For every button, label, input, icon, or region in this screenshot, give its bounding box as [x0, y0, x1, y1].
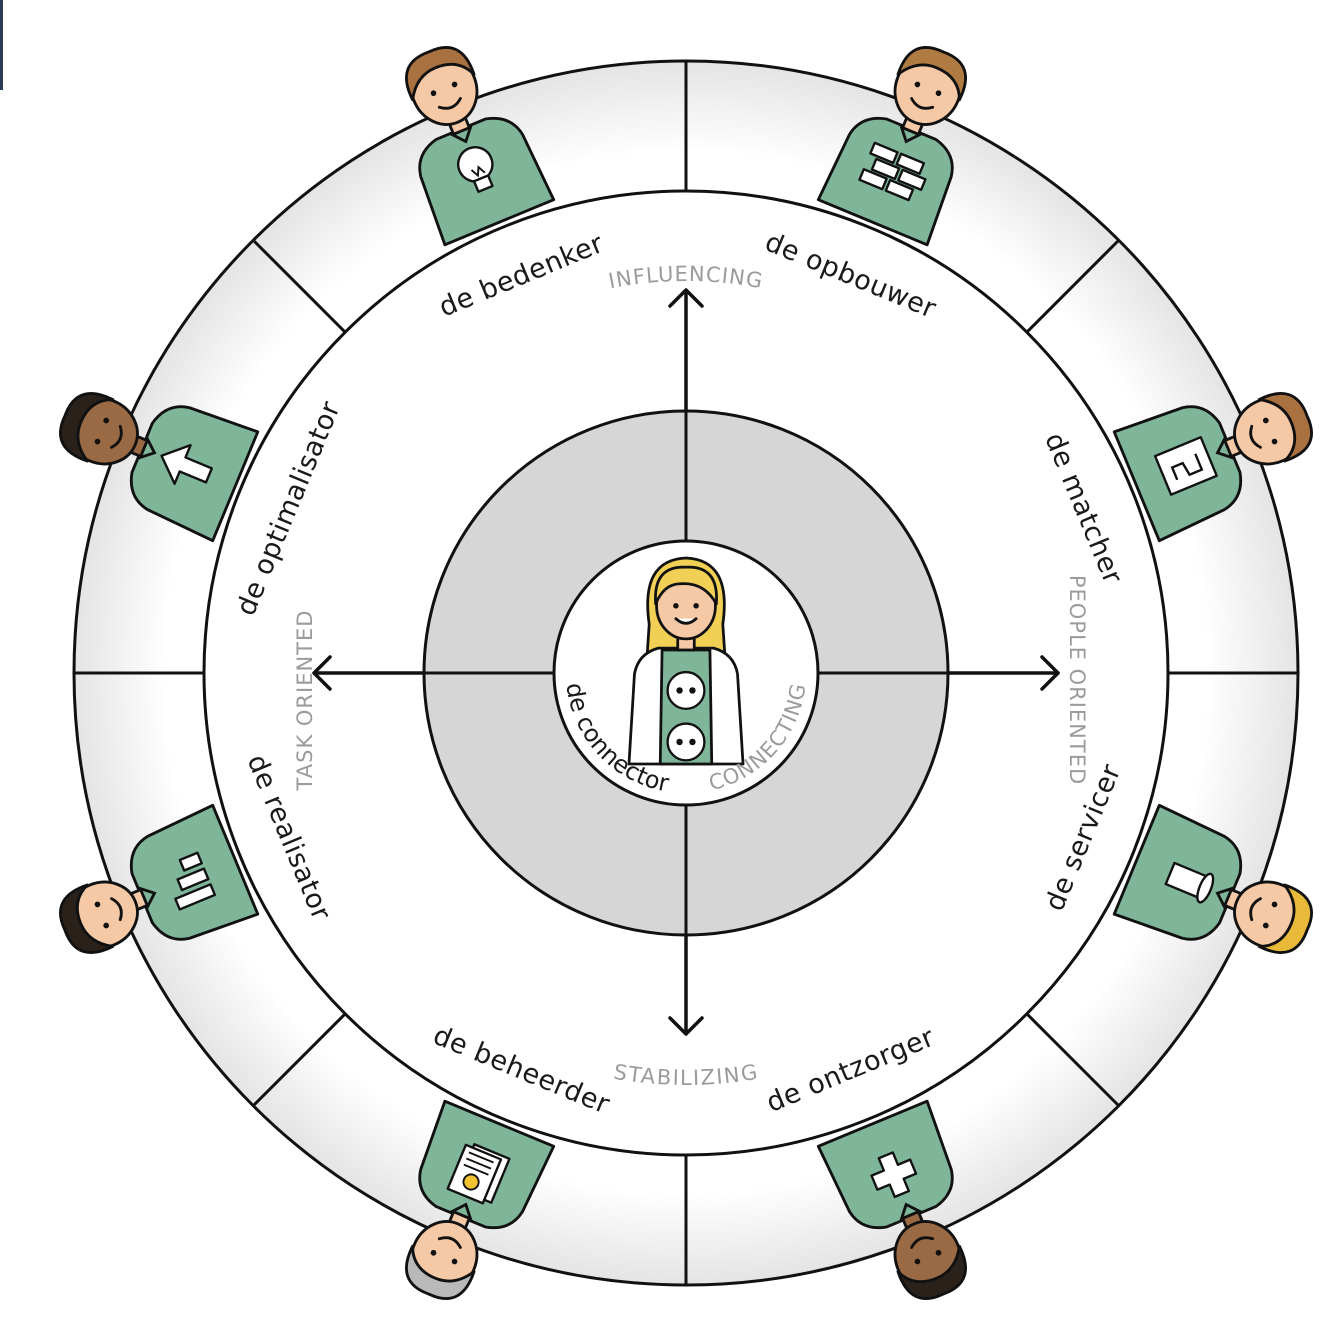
- axis-label-right: PEOPLE ORIENTED: [1065, 575, 1089, 785]
- axis-label-left: TASK ORIENTED: [293, 610, 317, 792]
